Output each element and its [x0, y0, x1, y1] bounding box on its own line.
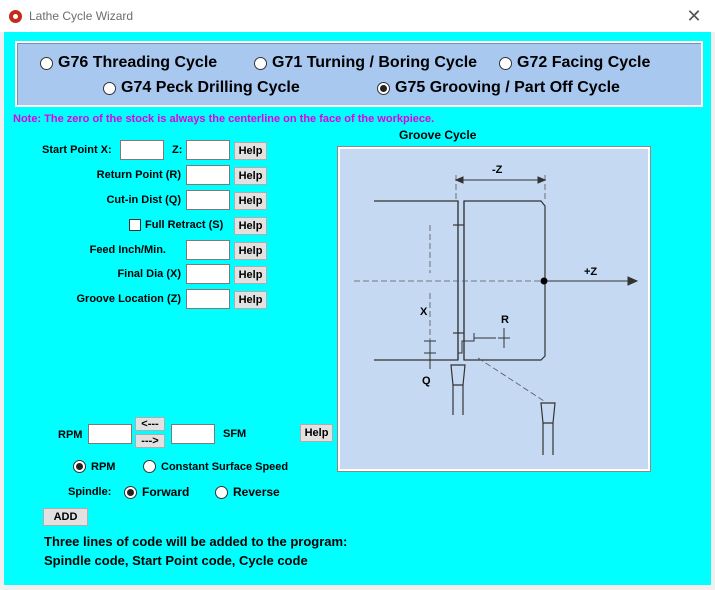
help-button-final-dia[interactable]: Help — [234, 266, 267, 284]
return-point-label: Return Point (R) — [96, 169, 181, 181]
note-text: Note: The zero of the stock is always th… — [13, 113, 435, 125]
label-r: R — [501, 314, 509, 326]
close-button[interactable]: ✕ — [686, 6, 702, 26]
final-dia-input[interactable] — [186, 264, 230, 284]
full-retract-label: Full Retract (S) — [145, 219, 224, 231]
radio-g76-label: G76 Threading Cycle — [58, 54, 218, 71]
radio-rpm-mode[interactable]: RPM — [73, 460, 115, 473]
start-x-input[interactable] — [120, 140, 164, 160]
radio-g75-label: G75 Grooving / Part Off Cycle — [395, 79, 620, 96]
help-button-speed[interactable]: Help — [300, 424, 333, 442]
dialog-client: G76 Threading Cycle G71 Turning / Boring… — [4, 32, 711, 585]
sfm-label: SFM — [223, 428, 247, 440]
groove-location-label: Groove Location (Z) — [76, 293, 182, 305]
diagram-title: Groove Cycle — [399, 128, 477, 142]
info-line-2: Spindle code, Start Point code, Cycle co… — [44, 553, 308, 568]
radio-reverse-dot[interactable] — [215, 485, 228, 499]
cut-in-label: Cut-in Dist (Q) — [106, 194, 181, 206]
app-icon — [9, 10, 22, 23]
help-button-cut-in[interactable]: Help — [234, 192, 267, 210]
label-neg-z: -Z — [492, 164, 503, 176]
radio-g76-dot[interactable] — [40, 56, 53, 70]
radio-g72[interactable]: G72 Facing Cycle — [499, 54, 650, 72]
return-point-input[interactable] — [186, 165, 230, 185]
start-z-input[interactable] — [186, 140, 230, 160]
rpm-label: RPM — [58, 429, 83, 441]
neg-z-arrowhead-right — [537, 176, 547, 184]
radio-g72-dot[interactable] — [499, 56, 512, 70]
radio-g71-label: G71 Turning / Boring Cycle — [272, 54, 478, 71]
radio-g74-dot[interactable] — [103, 81, 116, 95]
r-step — [457, 333, 475, 354]
groove-location-input[interactable] — [186, 289, 230, 309]
tool-path-line — [477, 357, 545, 402]
radio-css-mode-label: Constant Surface Speed — [161, 460, 289, 473]
full-retract-checkbox[interactable] — [129, 219, 141, 231]
add-button[interactable]: ADD — [43, 508, 88, 526]
start-z-label: Z: — [172, 144, 183, 156]
sfm-to-rpm-button[interactable]: <--- — [135, 417, 165, 431]
radio-g75[interactable]: G75 Grooving / Part Off Cycle — [377, 79, 620, 97]
final-dia-label: Final Dia (X) — [117, 268, 181, 280]
help-button-return[interactable]: Help — [234, 167, 267, 185]
rpm-input[interactable] — [88, 424, 132, 444]
radio-forward-dot[interactable] — [124, 485, 137, 499]
window-title: Lathe Cycle Wizard — [29, 9, 134, 23]
tool-2-tip — [540, 402, 556, 424]
radio-css-mode-dot[interactable] — [143, 460, 156, 473]
help-button-groove-location[interactable]: Help — [234, 291, 267, 309]
spindle-label: Spindle: — [68, 486, 112, 498]
label-pos-z: +Z — [584, 266, 597, 278]
pos-z-arrowhead — [627, 276, 639, 286]
radio-reverse-label: Reverse — [233, 485, 280, 499]
help-button-retract[interactable]: Help — [234, 217, 267, 235]
feed-input[interactable] — [186, 240, 230, 260]
info-line-1: Three lines of code will be added to the… — [44, 534, 348, 549]
radio-css-mode[interactable]: Constant Surface Speed — [143, 460, 288, 473]
radio-g74-label: G74 Peck Drilling Cycle — [121, 79, 300, 96]
rpm-to-sfm-button[interactable]: ---> — [135, 434, 165, 448]
feed-label: Feed Inch/Min. — [89, 244, 166, 256]
groove-diagram: -Z +Z X R Q — [337, 146, 651, 472]
radio-rpm-mode-label: RPM — [91, 460, 116, 473]
stock-left-outline — [374, 200, 459, 361]
label-x: X — [420, 306, 428, 318]
cut-in-input[interactable] — [186, 190, 230, 210]
radio-reverse[interactable]: Reverse — [215, 485, 280, 499]
radio-g75-dot[interactable] — [377, 81, 390, 95]
radio-forward-label: Forward — [142, 485, 190, 499]
window-border-bottom — [0, 585, 715, 590]
window-border-left — [0, 32, 4, 590]
radio-g74[interactable]: G74 Peck Drilling Cycle — [103, 79, 300, 97]
sfm-input[interactable] — [171, 424, 215, 444]
radio-g76[interactable]: G76 Threading Cycle — [40, 54, 217, 72]
origin-marker — [540, 277, 548, 285]
cycle-selector: G76 Threading Cycle G71 Turning / Boring… — [15, 41, 703, 107]
radio-g71[interactable]: G71 Turning / Boring Cycle — [254, 54, 477, 72]
window-border-right — [711, 32, 715, 590]
radio-forward[interactable]: Forward — [124, 485, 189, 499]
radio-rpm-mode-dot[interactable] — [73, 460, 86, 473]
radio-g72-label: G72 Facing Cycle — [517, 54, 651, 71]
start-x-label: Start Point X: — [42, 144, 112, 156]
groove-diagram-svg: -Z +Z X R Q — [354, 164, 639, 455]
title-bar: Lathe Cycle Wizard ✕ — [0, 0, 715, 33]
radio-g71-dot[interactable] — [254, 56, 267, 70]
help-button-start[interactable]: Help — [234, 142, 267, 160]
label-q: Q — [422, 375, 431, 387]
neg-z-arrowhead-left — [454, 176, 464, 184]
help-button-feed[interactable]: Help — [234, 242, 267, 260]
tool-1-tip — [450, 364, 466, 386]
